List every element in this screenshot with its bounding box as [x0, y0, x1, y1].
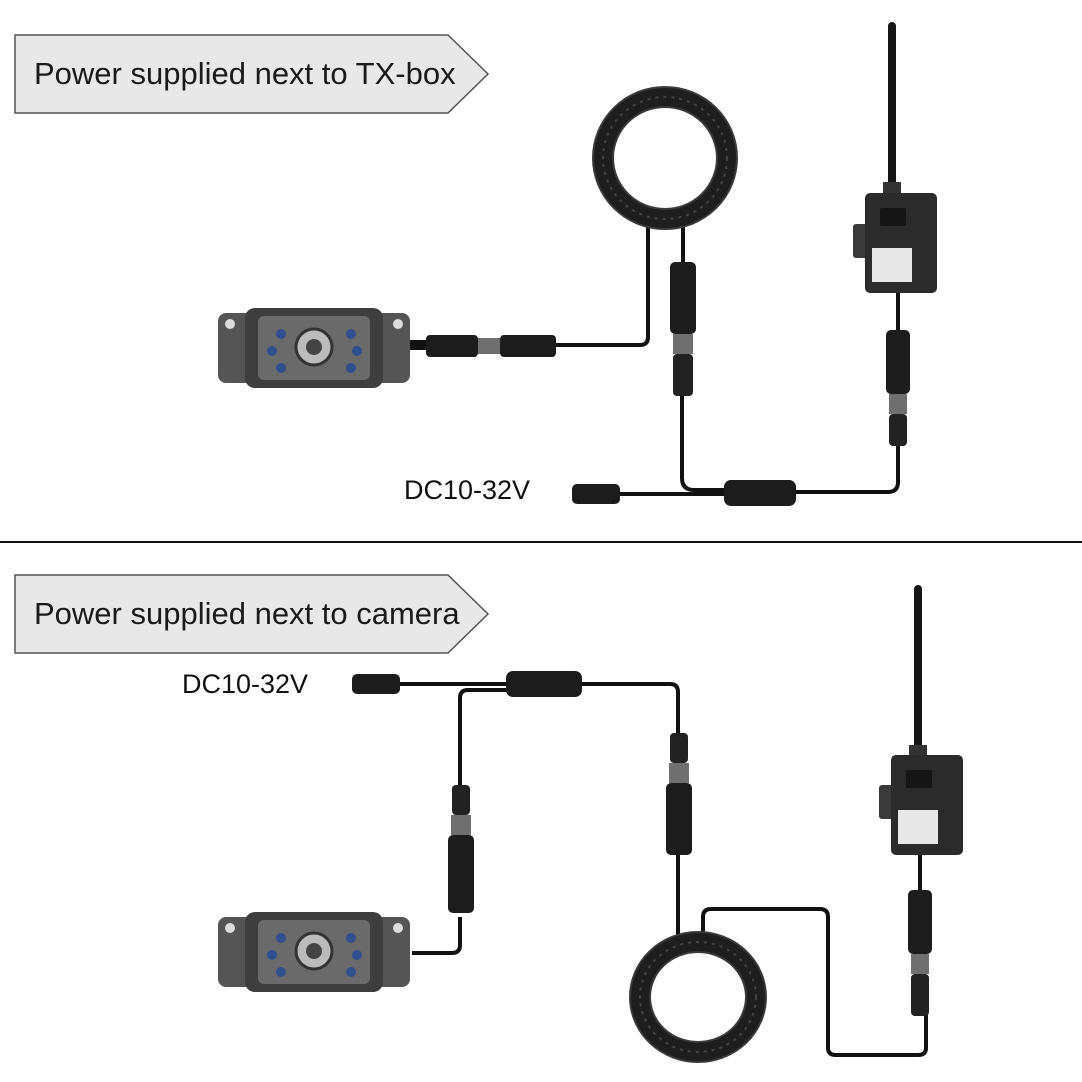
antenna [888, 22, 896, 194]
cables [555, 225, 900, 496]
voltage-label: DC10-32V [182, 669, 309, 699]
camera-connector [410, 335, 556, 357]
tx-connector [908, 890, 932, 1016]
section-banner: Power supplied next to camera [14, 574, 490, 654]
power-plug [352, 674, 400, 694]
banner-title: Power supplied next to TX-box [34, 56, 456, 91]
y-splitter [724, 480, 796, 506]
y-to-camera-branch-cable [680, 395, 725, 492]
cable-coil [592, 86, 738, 230]
camera [218, 308, 410, 388]
y-to-tx-branch-cable [580, 682, 680, 735]
wiring-diagram [218, 22, 937, 506]
camera-side-connector [448, 785, 474, 913]
cables [398, 682, 928, 1057]
camera-cable [412, 917, 462, 955]
coil-connector [670, 262, 696, 396]
ir-leds [267, 933, 362, 977]
coil-to-tx-cable [701, 907, 928, 1057]
ir-leds [267, 329, 362, 373]
transmitter-box [853, 22, 937, 293]
section-divider [0, 541, 1082, 543]
bottom-section: Power supplied next to camera DC10-32V [0, 545, 1082, 1082]
camera-to-coil-cable [555, 225, 650, 347]
power-plug [572, 484, 620, 504]
antenna [914, 585, 922, 757]
banner-title: Power supplied next to camera [34, 596, 460, 631]
y-to-tx-cable [795, 445, 900, 494]
y-to-camera-branch-cable [458, 688, 508, 785]
camera [218, 912, 410, 992]
coil-side-connector [666, 733, 692, 855]
y-splitter [506, 671, 582, 697]
voltage-label: DC10-32V [404, 475, 531, 505]
section-banner: Power supplied next to TX-box [14, 34, 490, 114]
transmitter-box [879, 585, 963, 855]
banner-arrow-shape [14, 34, 490, 114]
cable-coil [629, 931, 767, 1063]
tx-connector [886, 330, 910, 446]
banner-arrow-shape [14, 574, 490, 654]
top-section: Power supplied next to TX-box DC10-32V [0, 0, 1082, 540]
wiring-diagram [218, 585, 963, 1063]
